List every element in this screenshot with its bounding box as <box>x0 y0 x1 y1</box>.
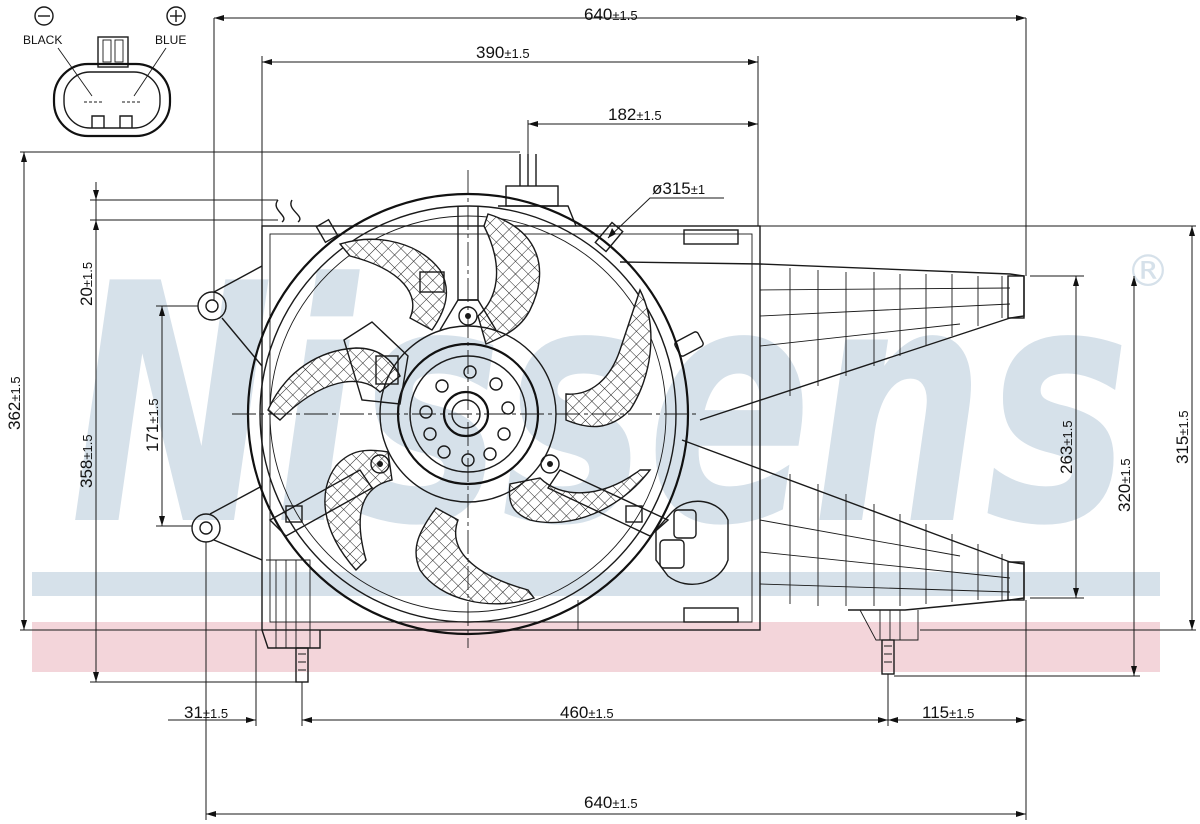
motor-vent-holes <box>419 365 515 467</box>
dim-height-263-label: 263±1.5 <box>1057 420 1076 474</box>
dim-top-width-label: 640±1.5 <box>584 5 638 24</box>
plus-symbol-icon <box>166 6 186 26</box>
dim-width-182-label: 182±1.5 <box>608 105 662 124</box>
fan-blade <box>565 288 652 428</box>
dim-height-362-label: 362±1.5 <box>5 376 24 430</box>
connector-detail: BLACK BLUE <box>23 6 186 138</box>
fan-blade <box>267 347 401 421</box>
dim-height-315-label: 315±1.5 <box>1173 410 1192 464</box>
minus-symbol-icon <box>34 6 54 26</box>
dim-fan-diameter-label: ø315±1 <box>652 179 705 198</box>
connector-body <box>52 62 172 138</box>
motor-wire-box <box>343 321 409 405</box>
lower-vent-slot <box>683 607 739 623</box>
dim-height-320-label: 320±1.5 <box>1115 458 1134 512</box>
dim-bottom-31-label: 31±1.5 <box>184 703 228 722</box>
fan-blade <box>508 469 652 524</box>
fan-blade <box>338 238 448 331</box>
right-terminal-bottom <box>1007 561 1025 601</box>
upper-vent-slot <box>683 229 739 245</box>
dim-bottom-115-label: 115±1.5 <box>922 703 974 722</box>
black-wire-label: BLACK <box>23 33 62 47</box>
fan <box>232 170 696 648</box>
dim-bottom-460-label: 460±1.5 <box>560 703 614 722</box>
dim-height-358-label: 358±1.5 <box>77 434 96 488</box>
dimension-labels: 640±1.5 390±1.5 182±1.5 ø315±1 31±1.5 46… <box>5 5 1192 812</box>
right-terminal-top <box>1007 275 1025 319</box>
dim-width-390-label: 390±1.5 <box>476 43 530 62</box>
dim-bottom-width-label: 640±1.5 <box>584 793 638 812</box>
dim-offset-20-label: 20±1.5 <box>77 262 96 306</box>
dim-height-171-label: 171±1.5 <box>143 398 162 452</box>
watermark-registered-mark: ® <box>1126 246 1170 297</box>
motor-plug <box>655 500 729 585</box>
connector-latch <box>97 36 129 68</box>
lattice-bracket <box>619 261 1025 675</box>
fan-blades <box>267 213 652 605</box>
watermark: Nissens ® <box>32 214 1170 672</box>
dimension-lines <box>20 15 1196 820</box>
fan-blade <box>477 213 541 345</box>
spoke-bolt-left <box>370 454 390 474</box>
fan-blade <box>415 507 536 605</box>
blue-wire-label: BLUE <box>155 33 186 47</box>
